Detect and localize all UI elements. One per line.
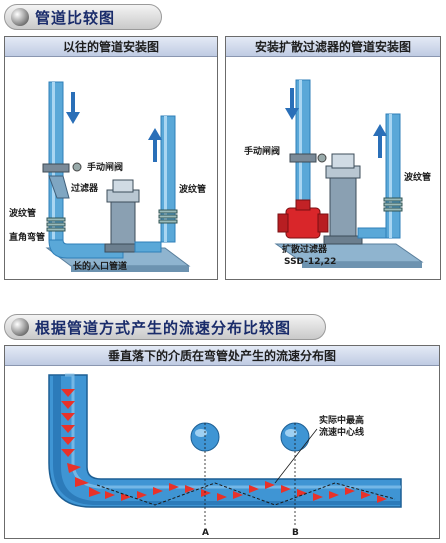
cross-section-a — [190, 422, 220, 527]
bullet-icon — [11, 318, 29, 336]
section-title: 管道比较图 — [35, 8, 116, 27]
manual-valve — [42, 163, 70, 173]
bullet-icon — [11, 8, 29, 26]
diffuser-filter — [277, 199, 329, 239]
callout-line — [274, 428, 318, 484]
section-banner-piping: 管道比较图 — [4, 4, 162, 30]
panel-diffuser-installation: 安装扩散过滤器的管道安装图 — [225, 36, 441, 280]
label-manual-valve: 手动闸阀 — [87, 161, 123, 173]
label-inlet-text: 长的入口管道 — [73, 262, 128, 272]
label-bellows-right: 波纹管 — [179, 183, 206, 195]
label-model: SSD-12,22 — [284, 257, 336, 267]
velocity-centerline — [96, 482, 396, 506]
panel-title: 以往的管道安装图 — [5, 37, 217, 57]
flow-distribution-diagram: 实际中最高 流速中心线 A B — [48, 373, 402, 538]
label-bellows: 波纹管 — [404, 171, 431, 183]
bellows — [383, 197, 403, 212]
flow-down-arrow-icon — [66, 92, 80, 124]
filter-body — [48, 175, 70, 199]
label-point-a: A — [202, 528, 209, 538]
label-elbow: 直角弯管 — [9, 231, 45, 243]
manual-valve — [289, 153, 317, 163]
panel-old-installation: 以往的管道安装图 — [4, 36, 218, 280]
bellows-left — [46, 217, 66, 232]
panel-title: 安装扩散过滤器的管道安装图 — [226, 37, 440, 57]
label-centerline-1: 实际中最高 — [319, 414, 364, 426]
label-manual-valve: 手动闸阀 — [244, 145, 280, 157]
right-vertical-pipe — [385, 113, 401, 239]
left-vertical-pipe — [48, 81, 64, 241]
label-diffuser: 扩散过滤器 — [282, 243, 328, 255]
cross-section-b — [280, 422, 310, 527]
pump — [323, 153, 363, 245]
flow-down-arrow-icon — [285, 88, 299, 120]
bellows-right — [158, 209, 178, 224]
flow-up-arrow-icon — [373, 124, 387, 158]
section-title: 根据管道方式产生的流速分布比较图 — [35, 318, 292, 337]
label-filter: 过滤器 — [71, 182, 99, 194]
flow-arrows-horizontal — [105, 481, 387, 503]
flow-arrows-vertical — [61, 389, 101, 497]
diffuser-installation-diagram: 手动闸阀 波纹管 扩散过滤器 SSD-12,22 — [244, 79, 431, 268]
label-point-b: B — [292, 528, 299, 538]
section-banner-flow: 根据管道方式产生的流速分布比较图 — [4, 314, 326, 340]
panel-title: 垂直落下的介质在弯管处产生的流速分布图 — [5, 346, 439, 366]
panel-flow-distribution: 垂直落下的介质在弯管处产生的流速分布图 — [4, 345, 440, 539]
label-centerline-2: 流速中心线 — [319, 426, 364, 438]
left-vertical-pipe — [295, 79, 311, 201]
flow-up-arrow-icon — [148, 128, 162, 162]
label-bellows-left: 波纹管 — [9, 207, 36, 219]
pump — [104, 179, 142, 253]
old-installation-diagram: 手动闸阀 过滤器 波纹管 直角弯管 波纹管 长的入口管道 — [9, 81, 206, 272]
